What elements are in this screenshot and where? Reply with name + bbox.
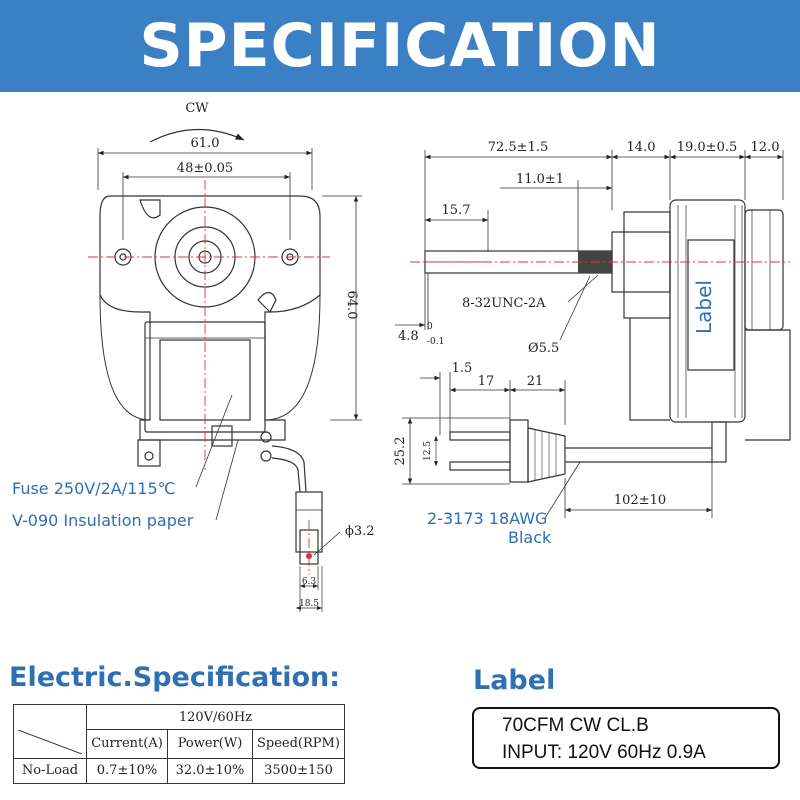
terminal-w2-label: 18.5: [299, 599, 319, 609]
dim-15-label: 15.7: [442, 203, 471, 218]
front-view: [97, 128, 362, 612]
dim-72-label: 72.5±1.5: [488, 140, 549, 155]
supply-cell: 120V/60Hz: [86, 704, 345, 730]
row-speed: 3500±150: [252, 757, 345, 784]
electric-spec-table: 120V/60Hz Current(A) Power(W) Speed(RPM)…: [13, 704, 345, 784]
cord-color-label: Black: [508, 528, 552, 547]
thread-spec-label: 8-32UNC-2A: [462, 296, 546, 311]
electric-spec-title: Electric.Specification:: [9, 662, 341, 693]
plug-height-label: 25.2: [393, 437, 408, 466]
dim-48-label: 48±0.05: [177, 161, 233, 176]
technical-drawing: CW 61.0 48±0.05 64.0 Fuse 250V/2A/115℃ V…: [12, 101, 791, 612]
plug-view: [402, 372, 713, 519]
pin-thickness-label: 1.5: [452, 361, 473, 376]
dim-19-label: 19.0±0.5: [677, 140, 738, 155]
rotation-arrow: [149, 128, 245, 143]
row-power: 32.0±10%: [167, 757, 253, 784]
label-line-2: INPUT: 120V 60Hz 0.9A: [502, 742, 706, 763]
body-length-label: 21: [527, 374, 544, 389]
table-row: No-Load 0.7±10% 32.0±10% 3500±150: [13, 757, 345, 784]
header-speed: Speed(RPM): [252, 729, 345, 759]
dim-14-label: 14.0: [627, 140, 656, 155]
mounting-plate: [99, 195, 321, 441]
label-title: Label: [473, 665, 556, 696]
terminal-w1-label: 6.3: [302, 577, 317, 587]
plug-pin-top: [449, 431, 511, 441]
dim-61-label: 61.0: [191, 136, 220, 151]
shaft-dia-label: Ø5.5: [528, 341, 559, 356]
cord-length-label: 102±10: [614, 493, 666, 508]
table-corner-diagonal: [17, 729, 83, 754]
plug-pin-bottom: [449, 461, 511, 471]
pin-length-label: 17: [478, 374, 495, 389]
label-box: 70CFM CW CL.B INPUT: 120V 60Hz 0.9A: [472, 707, 780, 769]
front-centerlines: [88, 180, 330, 575]
cord-spec-label: 2-3173 18AWG: [427, 509, 547, 528]
dim-64-label: 64.0: [344, 291, 359, 320]
insulation-note: V-090 Insulation paper: [12, 511, 194, 530]
dim-12-label: 12.0: [751, 140, 780, 155]
motor-label-text: Label: [692, 280, 716, 334]
header-banner: SPECIFICATION: [0, 0, 800, 92]
row-current: 0.7±10%: [86, 757, 168, 784]
pin-spacing-label: 12.5: [423, 441, 433, 461]
label-line-1: 70CFM CW CL.B: [502, 715, 649, 736]
flat-depth-label: 4.8: [398, 329, 419, 344]
plug-body: [509, 419, 529, 483]
dim-11-label: 11.0±1: [516, 172, 564, 187]
terminal-dia-label: ϕ3.2: [345, 524, 375, 539]
page-title: SPECIFICATION: [139, 11, 661, 81]
flat-tol-upper: 0: [427, 322, 433, 332]
fuse-note: Fuse 250V/2A/115℃: [12, 479, 176, 498]
header-power: Power(W): [167, 729, 253, 759]
row-condition: No-Load: [13, 757, 87, 784]
flat-tol-lower: -0.1: [427, 337, 444, 347]
side-view: [395, 150, 791, 463]
lead-wire: [271, 445, 307, 493]
header-current: Current(A): [86, 729, 168, 759]
rotation-label: CW: [185, 101, 209, 116]
